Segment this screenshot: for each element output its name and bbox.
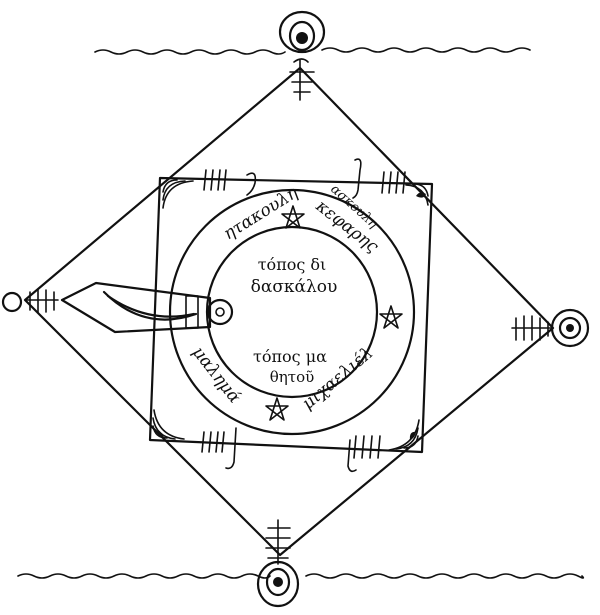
outer-diamond <box>23 66 555 557</box>
disciple-place-line1: τόπος μα <box>253 347 327 366</box>
corner-arc-top-left <box>162 179 194 209</box>
master-place-line2: δασκάλου <box>251 277 338 297</box>
pentagram-right <box>379 305 403 329</box>
master-place-line1: τόπος δι <box>258 255 327 274</box>
outer-ring-circle <box>168 188 416 436</box>
pentagram-top <box>281 205 305 229</box>
bottom-wavy-line-right <box>305 573 585 579</box>
lamp-left <box>1 289 59 313</box>
top-wavy-line-right <box>321 47 531 53</box>
bottom-edge-marks-left <box>201 427 237 470</box>
bottom-wavy-line-left <box>17 573 271 579</box>
corner-arc-top-right <box>405 183 429 206</box>
lamp-top <box>278 10 326 101</box>
corner-arc-bottom-left <box>152 409 185 440</box>
top-edge-marks-left <box>203 169 257 196</box>
top-wavy-line-left <box>94 49 286 55</box>
inner-square <box>148 176 434 454</box>
disciple-place-line2: θητοῦ <box>270 368 314 386</box>
bottom-edge-marks-right <box>347 435 381 473</box>
lamp-right <box>511 308 590 348</box>
pentagram-bottom <box>265 397 289 421</box>
lamp-bottom <box>256 519 300 608</box>
top-edge-marks-right <box>352 158 406 199</box>
corner-arc-bottom-right <box>388 419 420 451</box>
sickle-knife-icon <box>60 281 234 334</box>
